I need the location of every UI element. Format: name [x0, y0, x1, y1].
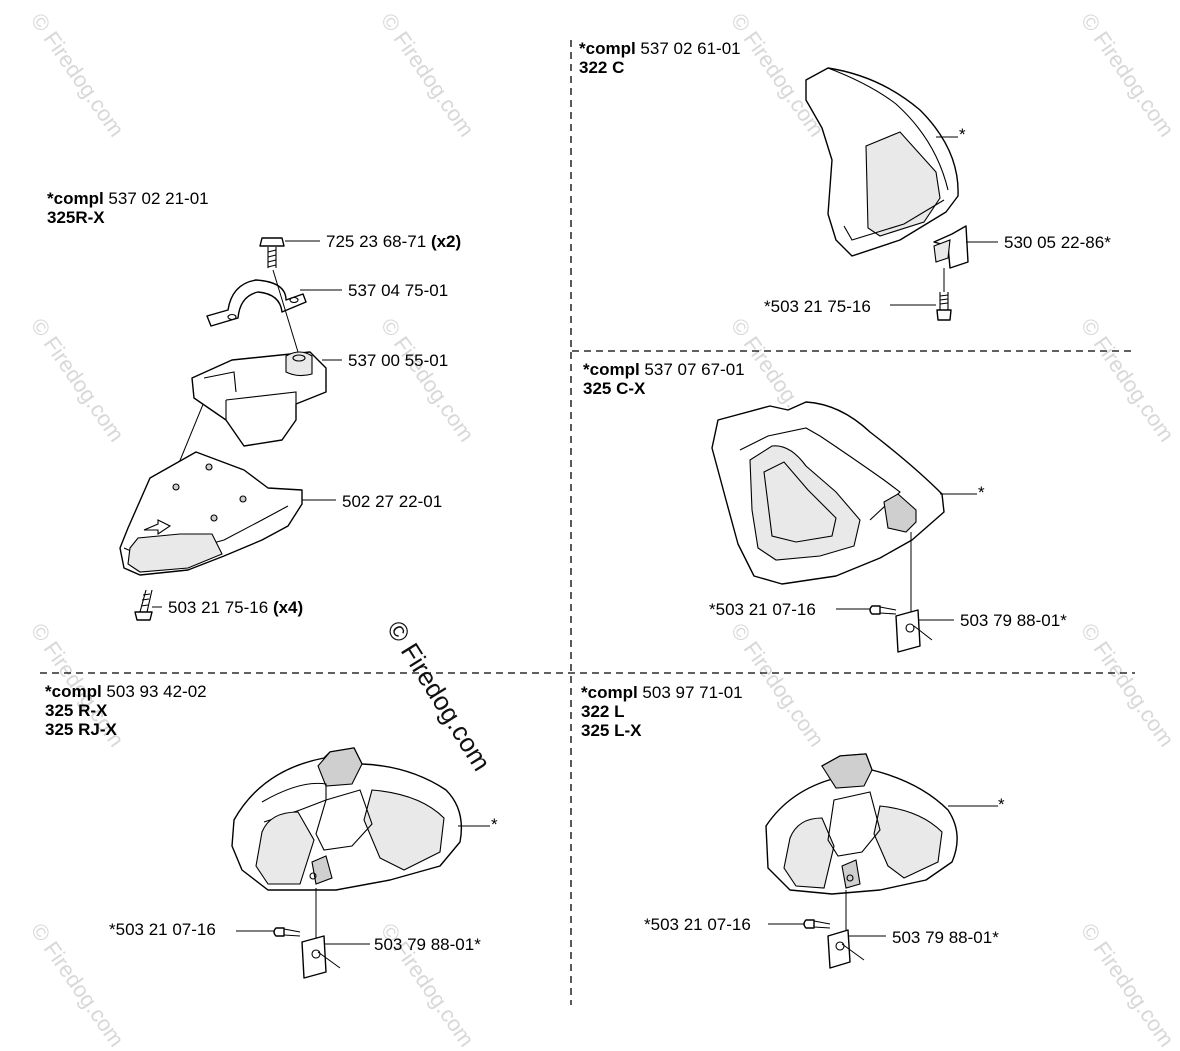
- callout-holder: 537 00 55-01: [348, 351, 448, 370]
- section-header: *compl 503 93 42-02: [45, 682, 207, 701]
- callout-guard: *: [978, 483, 985, 502]
- watermark: © Firedog.com: [26, 314, 129, 447]
- plate-part: [895, 609, 921, 653]
- section-325-r-x: *compl 503 93 42-02 325 R-X 325 RJ-X * *…: [45, 682, 498, 979]
- screw-part: [936, 292, 952, 321]
- callout-guard: *: [959, 125, 966, 144]
- guard-part: [805, 67, 959, 257]
- guard-part: [765, 753, 958, 895]
- screw-part: [273, 927, 301, 937]
- model-label: 322 C: [579, 58, 624, 77]
- model-label: 325 L-X: [581, 721, 642, 740]
- callout-screw: *503 21 75-16: [764, 297, 871, 316]
- holder-part: [191, 351, 327, 447]
- screw-part: [803, 919, 831, 929]
- guard-part: [711, 401, 945, 585]
- watermark: © Firedog.com: [376, 314, 479, 447]
- bracket-part: [933, 225, 969, 269]
- watermark: © Firedog.com: [1076, 314, 1179, 447]
- model-label: 322 L: [581, 702, 624, 721]
- model-label: 325R-X: [47, 208, 105, 227]
- callout-bracket: 530 05 22-86*: [1004, 233, 1111, 252]
- plate-part: [827, 929, 851, 969]
- screw-part: [869, 605, 897, 615]
- callout-guard: *: [998, 795, 1005, 814]
- watermark: © Firedog.com: [1076, 9, 1179, 142]
- callout-screw-top: 725 23 68-71 (x2): [326, 232, 461, 251]
- section-header: *compl 537 07 67-01: [583, 360, 745, 379]
- section-322-l: *compl 503 97 71-01 322 L 325 L-X * *503…: [581, 683, 1005, 969]
- watermark: © Firedog.com: [1076, 619, 1179, 752]
- callout-clamp: 537 04 75-01: [348, 281, 448, 300]
- section-325-c-x: *compl 537 07 67-01 325 C-X * *503 21 07…: [583, 360, 1067, 653]
- assembly-line: [272, 269, 299, 353]
- callout-screw: *503 21 07-16: [109, 920, 216, 939]
- callout-guard: 502 27 22-01: [342, 492, 442, 511]
- section-header: *compl 503 97 71-01: [581, 683, 743, 702]
- guard-part: [119, 451, 303, 576]
- watermark: © Firedog.com: [26, 9, 129, 142]
- watermark: © Firedog.com: [1076, 919, 1179, 1051]
- plate-part: [301, 935, 327, 979]
- clamp-part: [206, 279, 307, 327]
- watermark: © Firedog.com: [376, 9, 479, 142]
- model-label: 325 RJ-X: [45, 720, 117, 739]
- watermark: © Firedog.com: [726, 9, 829, 142]
- model-label: 325 R-X: [45, 701, 108, 720]
- callout-screw-bottom: 503 21 75-16 (x4): [168, 598, 303, 617]
- model-label: 325 C-X: [583, 379, 646, 398]
- callout-plate: 503 79 88-01*: [960, 611, 1067, 630]
- callout-plate: 503 79 88-01*: [892, 928, 999, 947]
- screw-bottom-part: [134, 589, 153, 621]
- guard-part: [231, 747, 463, 891]
- callout-guard: *: [491, 815, 498, 834]
- section-325r-x: *compl 537 02 21-01 325R-X 725 23 68-71 …: [47, 189, 461, 621]
- screw-top-part: [259, 237, 285, 268]
- section-header: *compl 537 02 21-01: [47, 189, 209, 208]
- section-322-c: *compl 537 02 61-01 322 C * 530 05 22-86…: [579, 39, 1111, 321]
- callout-screw: *503 21 07-16: [644, 915, 751, 934]
- section-header: *compl 537 02 61-01: [579, 39, 741, 58]
- callout-screw: *503 21 07-16: [709, 600, 816, 619]
- large-watermark: © Firedog.com: [381, 615, 497, 776]
- callout-plate: 503 79 88-01*: [374, 935, 481, 954]
